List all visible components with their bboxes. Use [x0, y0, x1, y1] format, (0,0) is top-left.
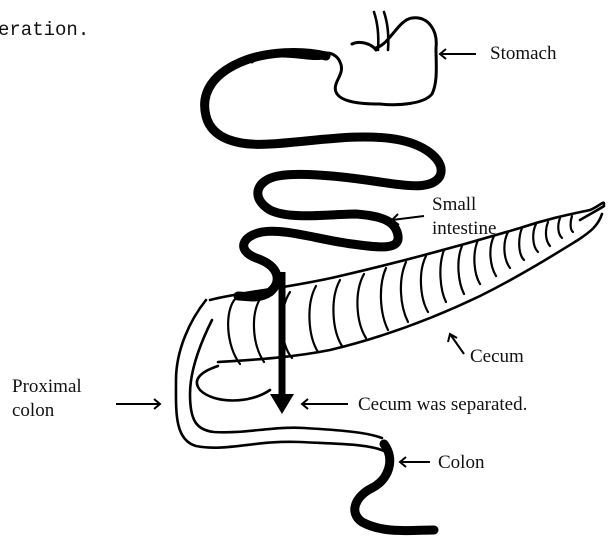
label-cecum: Cecum	[470, 346, 524, 367]
label-intestine: intestine	[432, 218, 496, 239]
label-stomach: Stomach	[490, 43, 557, 64]
colon-shape	[355, 444, 434, 531]
label-small: Small	[432, 194, 476, 215]
label-proximal: Proximal	[12, 376, 82, 397]
label-cecum-separated: Cecum was separated.	[358, 394, 527, 415]
caption-fragment: eration.	[0, 19, 89, 41]
label-colon-word: colon	[12, 400, 55, 421]
label-colon: Colon	[438, 452, 485, 473]
stomach-shape	[252, 18, 436, 105]
